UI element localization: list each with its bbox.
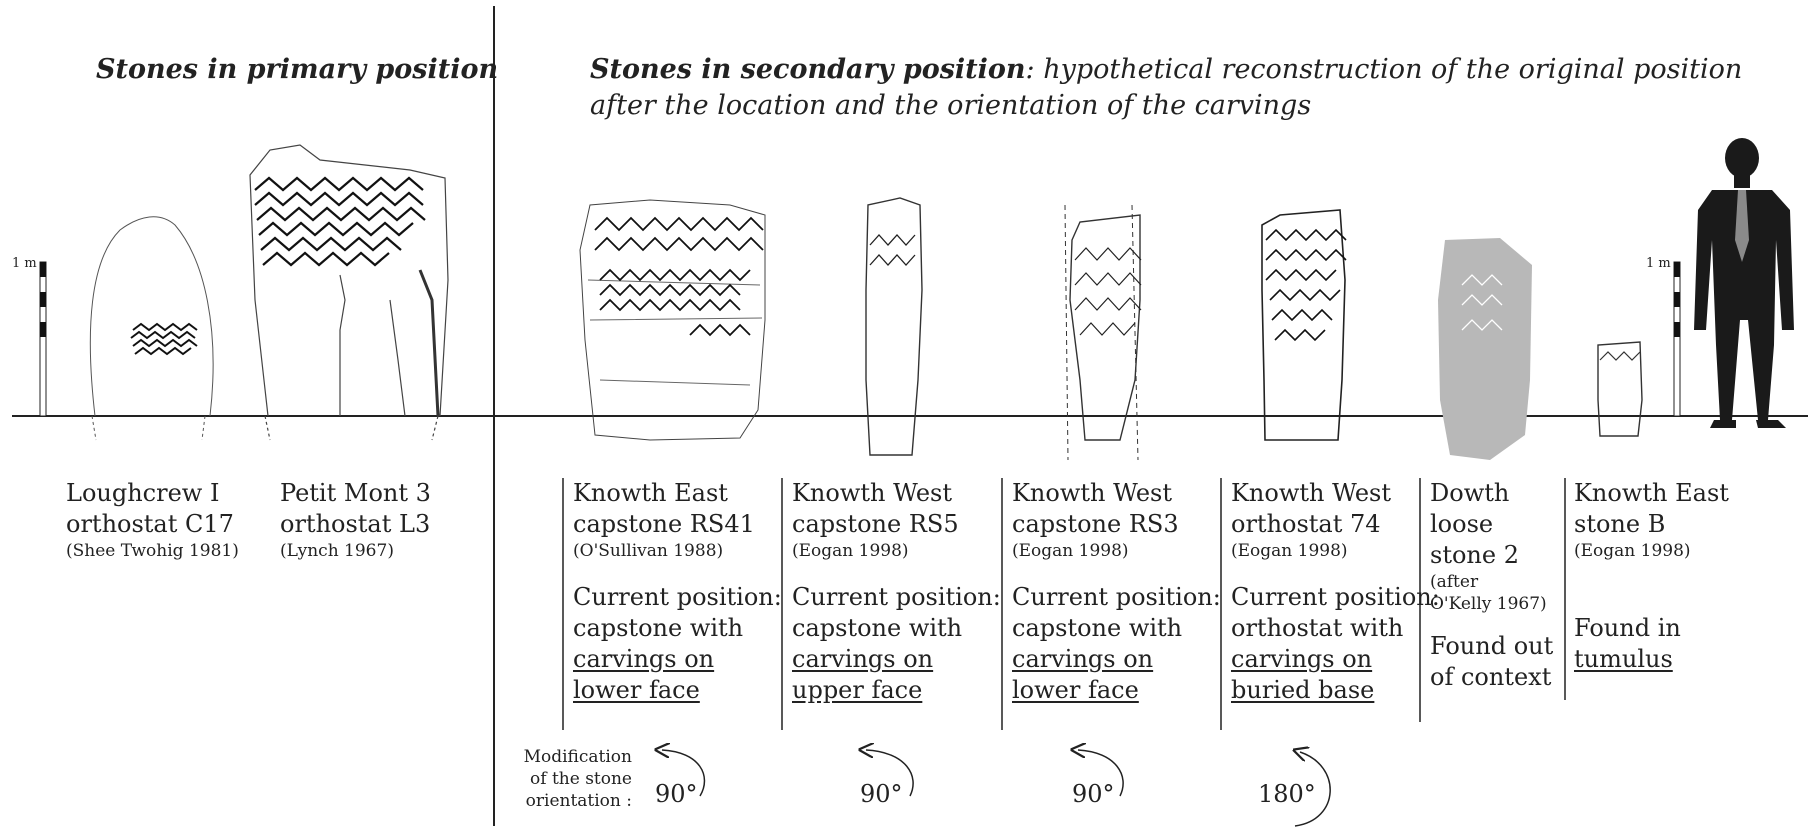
stone-type: capstone RS5 <box>792 509 1001 540</box>
position-underlined: buried base <box>1231 675 1440 706</box>
position-line: capstone with <box>792 613 1001 644</box>
human-silhouette <box>1694 138 1794 428</box>
stone-name: Loughcrew I <box>66 478 239 509</box>
stone-name: Knowth East <box>1574 478 1729 509</box>
scale-bar-left <box>40 262 46 416</box>
position-line: Found out <box>1430 631 1553 662</box>
stone-type: stone B <box>1574 509 1729 540</box>
position-line: Current position: <box>1012 582 1221 613</box>
title-secondary-rest: : hypothetical reconstruction of the ori… <box>1026 54 1743 85</box>
stone-name: Knowth West <box>1012 478 1221 509</box>
stone-citation: (Eogan 1998) <box>1574 540 1729 562</box>
stone-citation: (after <box>1430 571 1553 593</box>
rotation-degree-4: 180° <box>1258 780 1316 808</box>
stone-type: loose <box>1430 509 1553 540</box>
stone-number: stone 2 <box>1430 540 1553 571</box>
rotation-degree-1: 90° <box>655 780 698 808</box>
stone-type: capstone RS3 <box>1012 509 1221 540</box>
stone-citation: (Shee Twohig 1981) <box>66 540 239 562</box>
label-rs3: Knowth West capstone RS3 (Eogan 1998) Cu… <box>1012 478 1221 706</box>
stone-citation: (O'Sullivan 1988) <box>573 540 782 562</box>
rotation-label-line: of the stone <box>500 768 632 790</box>
stone-type: orthostat L3 <box>280 509 431 540</box>
position-underlined: carvings on <box>792 644 1001 675</box>
position-line: Current position: <box>1231 582 1440 613</box>
stone-name: Dowth <box>1430 478 1553 509</box>
stone-name: Knowth West <box>792 478 1001 509</box>
rotation-label-line: orientation : <box>500 790 632 812</box>
title-primary: Stones in primary position <box>96 54 498 85</box>
position-underlined: upper face <box>792 675 1001 706</box>
label-rs41: Knowth East capstone RS41 (O'Sullivan 19… <box>573 478 782 706</box>
scale-label-left: 1 m <box>12 256 37 271</box>
stone-citation: O'Kelly 1967) <box>1430 593 1553 615</box>
stone-name: Knowth West <box>1231 478 1440 509</box>
position-underlined: lower face <box>1012 675 1221 706</box>
rotation-label-line: Modification <box>500 746 632 768</box>
label-petit-mont: Petit Mont 3 orthostat L3 (Lynch 1967) <box>280 478 431 562</box>
position-line: Found in <box>1574 613 1729 644</box>
stone-citation: (Eogan 1998) <box>792 540 1001 562</box>
position-underlined: tumulus <box>1574 644 1729 675</box>
position-line: Current position: <box>792 582 1001 613</box>
rotation-label: Modification of the stone orientation : <box>500 746 632 812</box>
rotation-degree-2: 90° <box>860 780 903 808</box>
position-underlined: carvings on <box>1231 644 1440 675</box>
stone-type: capstone RS41 <box>573 509 782 540</box>
stone-rs41-drawing <box>580 200 765 440</box>
position-underlined: carvings on <box>573 644 782 675</box>
scale-label-right: 1 m <box>1646 256 1671 271</box>
position-underlined: carvings on <box>1012 644 1221 675</box>
title-secondary-line2: after the location and the orientation o… <box>590 90 1311 121</box>
position-line: of context <box>1430 662 1553 693</box>
stone-loughcrew-drawing <box>90 217 213 440</box>
stone-type: orthostat 74 <box>1231 509 1440 540</box>
stone-74-drawing <box>1262 210 1346 440</box>
stone-citation: (Eogan 1998) <box>1012 540 1221 562</box>
position-line: capstone with <box>573 613 782 644</box>
stone-type: orthostat C17 <box>66 509 239 540</box>
stone-name: Petit Mont 3 <box>280 478 431 509</box>
label-loughcrew: Loughcrew I orthostat C17 (Shee Twohig 1… <box>66 478 239 562</box>
stone-b-drawing <box>1598 342 1642 436</box>
label-dowth: Dowth loose stone 2 (after O'Kelly 1967)… <box>1430 478 1553 693</box>
stone-citation: (Eogan 1998) <box>1231 540 1440 562</box>
position-underlined: lower face <box>573 675 782 706</box>
label-stone-b: Knowth East stone B (Eogan 1998) Found i… <box>1574 478 1729 675</box>
title-secondary: Stones in secondary position: hypothetic… <box>590 54 1742 85</box>
position-line: orthostat with <box>1231 613 1440 644</box>
stone-name: Knowth East <box>573 478 782 509</box>
label-rs5: Knowth West capstone RS5 (Eogan 1998) Cu… <box>792 478 1001 706</box>
scale-bar-right <box>1674 262 1680 416</box>
stone-rs3-drawing <box>1065 205 1141 460</box>
stone-citation: (Lynch 1967) <box>280 540 431 562</box>
stone-dowth-drawing <box>1438 238 1532 460</box>
title-secondary-bold: Stones in secondary position <box>590 54 1026 85</box>
position-line: capstone with <box>1012 613 1221 644</box>
rotation-degree-3: 90° <box>1072 780 1115 808</box>
label-74: Knowth West orthostat 74 (Eogan 1998) Cu… <box>1231 478 1440 706</box>
position-line: Current position: <box>573 582 782 613</box>
stone-petit-mont-drawing <box>250 145 448 440</box>
